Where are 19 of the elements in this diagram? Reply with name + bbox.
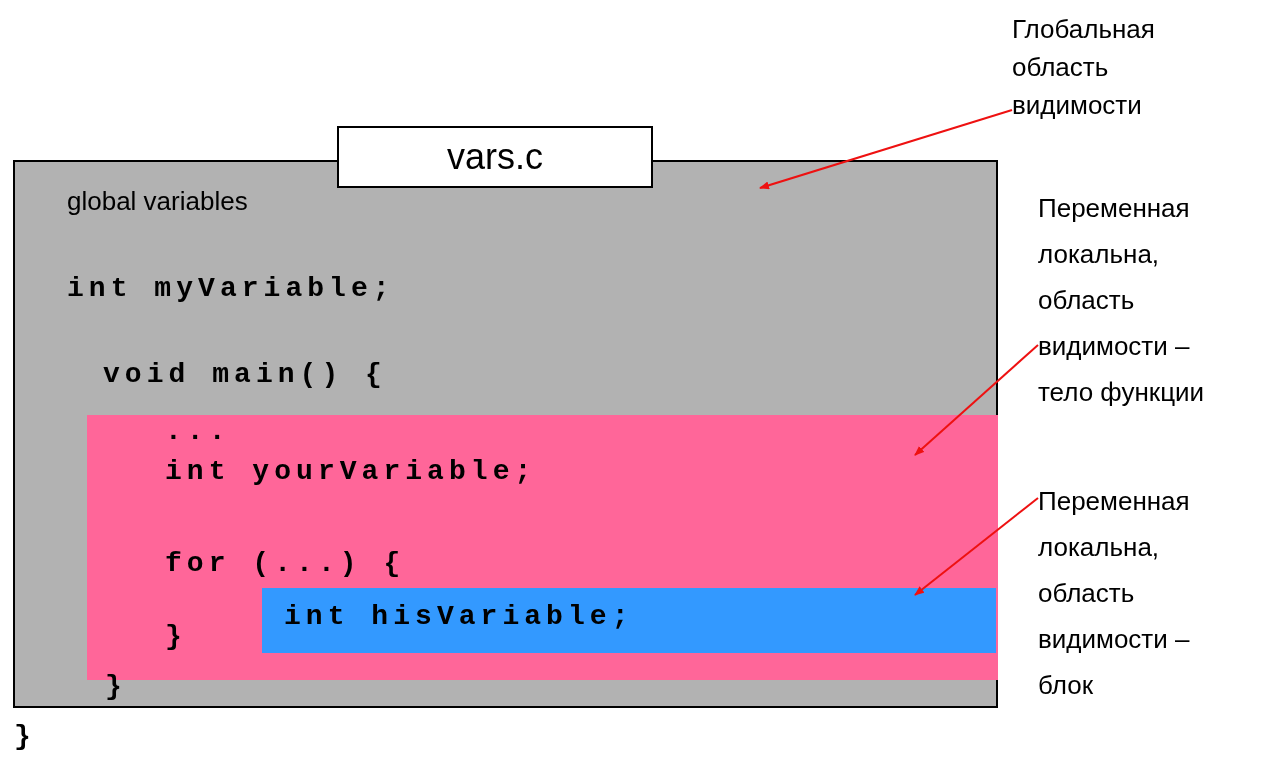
annotation-text: Глобальная область видимости bbox=[1012, 13, 1156, 122]
section-heading: global variables bbox=[67, 185, 248, 218]
code-line: void main() { bbox=[103, 358, 387, 392]
code-line: int hisVariable; bbox=[284, 600, 634, 634]
code-line: } bbox=[105, 670, 127, 704]
code-line: } bbox=[165, 620, 187, 654]
arrow bbox=[914, 344, 1039, 456]
block-scope-region bbox=[262, 588, 996, 653]
arrow bbox=[759, 109, 1013, 190]
annotation-text: Переменная локальна, область видимости – тело функции bbox=[1038, 192, 1206, 409]
code-line: int yourVariable; bbox=[165, 455, 537, 489]
file-name-tab bbox=[337, 126, 653, 188]
arrow bbox=[914, 497, 1039, 596]
file-name: vars.c bbox=[447, 135, 543, 179]
annotation-text: Переменная локальна, область видимости – блок bbox=[1038, 485, 1191, 702]
code-line: } bbox=[14, 720, 31, 754]
code-line: int myVariable; bbox=[67, 272, 395, 306]
code-line: ... bbox=[165, 415, 231, 449]
code-line: for (...) { bbox=[165, 547, 406, 581]
